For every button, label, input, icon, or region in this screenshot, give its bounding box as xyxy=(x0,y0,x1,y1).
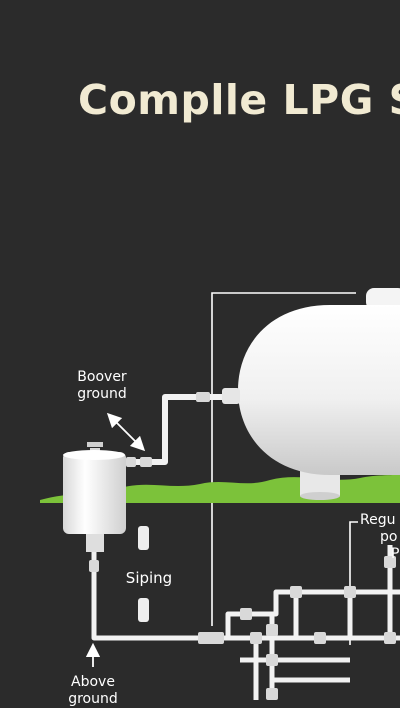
label-line: po xyxy=(380,529,398,545)
lpg-tank xyxy=(222,288,400,500)
supply-pipe xyxy=(125,394,222,465)
siping-segments xyxy=(138,526,149,622)
label-arrows xyxy=(85,412,146,667)
label-regulator: Regu po Pli xyxy=(360,512,400,563)
label-above-ground: Above ground xyxy=(58,674,128,708)
gas-cylinder xyxy=(63,442,126,552)
label-line: Above xyxy=(71,674,115,690)
label-line: Regu xyxy=(360,512,396,528)
distribution-fittings xyxy=(89,556,396,700)
label-line: ground xyxy=(77,386,127,402)
label-line: Pli xyxy=(391,546,400,562)
label-boover-ground: Boover ground xyxy=(66,369,138,403)
label-siping: Siping xyxy=(125,569,173,587)
label-line: Boover xyxy=(77,369,127,385)
diagram-title: Complle LPG S xyxy=(78,76,400,124)
pipe-fittings xyxy=(126,392,210,467)
